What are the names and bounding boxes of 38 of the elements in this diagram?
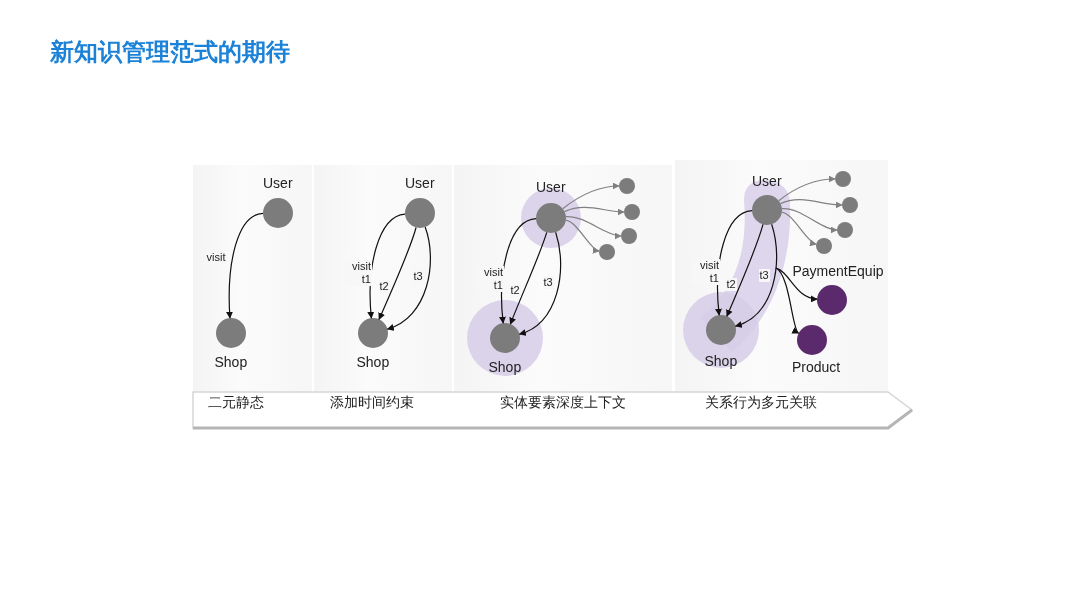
edge-label: t2 xyxy=(725,277,737,291)
node-label: User xyxy=(405,175,435,191)
arrow xyxy=(775,267,818,302)
arrow xyxy=(518,231,562,336)
stage-caption: 关系行为多元关联 xyxy=(705,394,817,412)
arrow xyxy=(734,223,778,328)
node-label: Shop xyxy=(488,359,522,375)
node-label: Shop xyxy=(214,354,248,370)
arrow xyxy=(378,226,417,320)
node-label: User xyxy=(752,173,782,189)
arrow xyxy=(726,223,764,317)
edge-label: t3 xyxy=(542,275,554,289)
arrow xyxy=(386,226,431,331)
stage-caption: 实体要素深度上下文 xyxy=(500,394,626,412)
arrow xyxy=(775,267,800,334)
edge-label: t3 xyxy=(758,268,770,282)
node-label: User xyxy=(263,175,293,191)
edge-label: t2 xyxy=(378,279,390,293)
arrow xyxy=(509,231,548,325)
stage-caption: 二元静态 xyxy=(208,394,264,412)
arrow xyxy=(781,208,838,233)
edge-label: t2 xyxy=(509,283,521,297)
node-label: Shop xyxy=(356,354,390,370)
node-label: PaymentEquip xyxy=(792,263,884,279)
arrow xyxy=(779,199,843,209)
node-label: Shop xyxy=(704,353,738,369)
arrow xyxy=(562,182,620,210)
node-label: User xyxy=(536,179,566,195)
arrow xyxy=(226,212,264,319)
arrow xyxy=(565,219,600,253)
arrow xyxy=(563,206,625,216)
stage-caption: 添加时间约束 xyxy=(330,394,414,412)
arrow xyxy=(781,211,817,246)
title: 新知识管理范式的期待 xyxy=(50,37,290,68)
edge-label: t3 xyxy=(412,269,424,283)
arrow xyxy=(778,175,836,202)
arrow xyxy=(565,216,622,239)
node-label: Product xyxy=(792,359,841,375)
